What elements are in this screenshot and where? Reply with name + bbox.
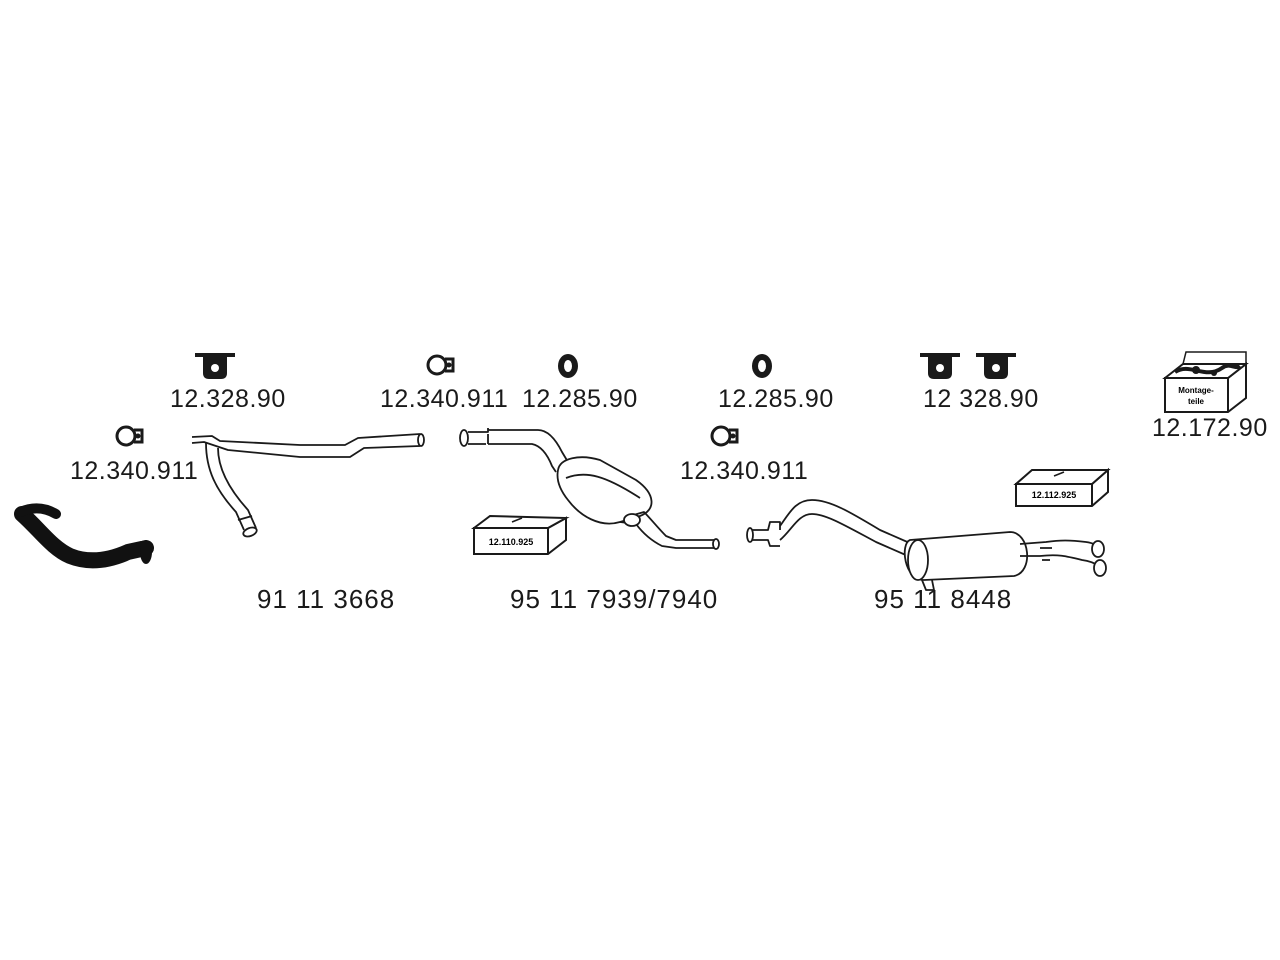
sealing-ring-icon [558,354,578,378]
middle-pipe-part-number: 91 11 3668 [257,584,396,614]
clamp-part-label: 12.340.911 [70,457,199,485]
mounting-kit-part-label: 12.172.90 [1152,414,1268,442]
front-pipe [14,503,154,569]
pipe-clamp-icon [426,354,455,376]
mounting-kit-box-icon: Montage- teile [1162,351,1249,413]
pipe-clamp-icon [115,425,144,447]
rear-muffler [746,499,1107,591]
pipe-clamp-icon [710,425,739,447]
clamp-part-label: 12.340.911 [380,385,509,413]
clamp-part-label: 12.340.911 [680,457,809,485]
ring-part-label: 12.285.90 [718,385,834,413]
hanger-part-label: 12.328.90 [170,385,286,413]
ring-part-label: 12.285.90 [522,385,638,413]
center-muffler [459,428,720,550]
hangers-part-label: 12 328.90 [923,385,1039,413]
parts-box-rear-icon: 12.112.925 [1013,467,1111,507]
center-muffler-part-number: 95 11 7939/7940 [510,584,719,614]
rear-muffler-part-number: 95 11 8448 [874,584,1013,614]
sealing-ring-icon [752,354,772,378]
rubber-hanger-icon [920,353,960,379]
parts-box-center-icon: 12.110.925 [471,514,570,555]
mounting-kit-line-1: Montage- [1178,386,1214,395]
middle-pipe [191,433,425,538]
rubber-hanger-icon [976,353,1016,379]
box-rear-label: 12.112.925 [1032,490,1077,500]
box-center-label: 12.110.925 [489,537,534,547]
rubber-hanger-icon [195,353,235,379]
mounting-kit-line-2: teile [1188,397,1205,406]
